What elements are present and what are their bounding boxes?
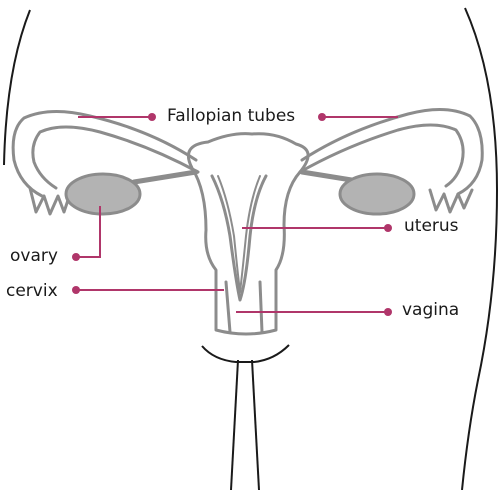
ovary-dot [72,253,80,261]
uterus-outline [188,134,308,334]
vagina-dot [384,308,392,316]
cervix-dot [72,286,80,294]
uterus-label: uterus [404,218,459,235]
vagina-wall-right [260,282,262,332]
left-ovarian-ligament [134,172,196,182]
leader-dots [72,113,392,316]
ovary-label: ovary [10,248,58,265]
leg-gap-left [231,360,238,490]
body-outline-right [462,8,497,490]
leg-gap-right [252,360,259,490]
left-ovary [66,174,140,214]
uterine-cavity-inner [218,176,260,292]
fallopian-dot-right [318,113,326,121]
fallopian-dot-left [148,113,156,121]
pubic-curve [202,345,289,362]
cervix-label: cervix [6,283,58,300]
body-outline-left [4,10,30,165]
right-fimbriae [430,190,472,212]
body-outline [4,8,497,490]
fallopian-tubes-label: Fallopian tubes [167,108,295,125]
vagina-label: vagina [402,302,459,319]
right-ovary [340,174,414,214]
vagina-wall-left [226,282,230,332]
uterus-dot [384,224,392,232]
